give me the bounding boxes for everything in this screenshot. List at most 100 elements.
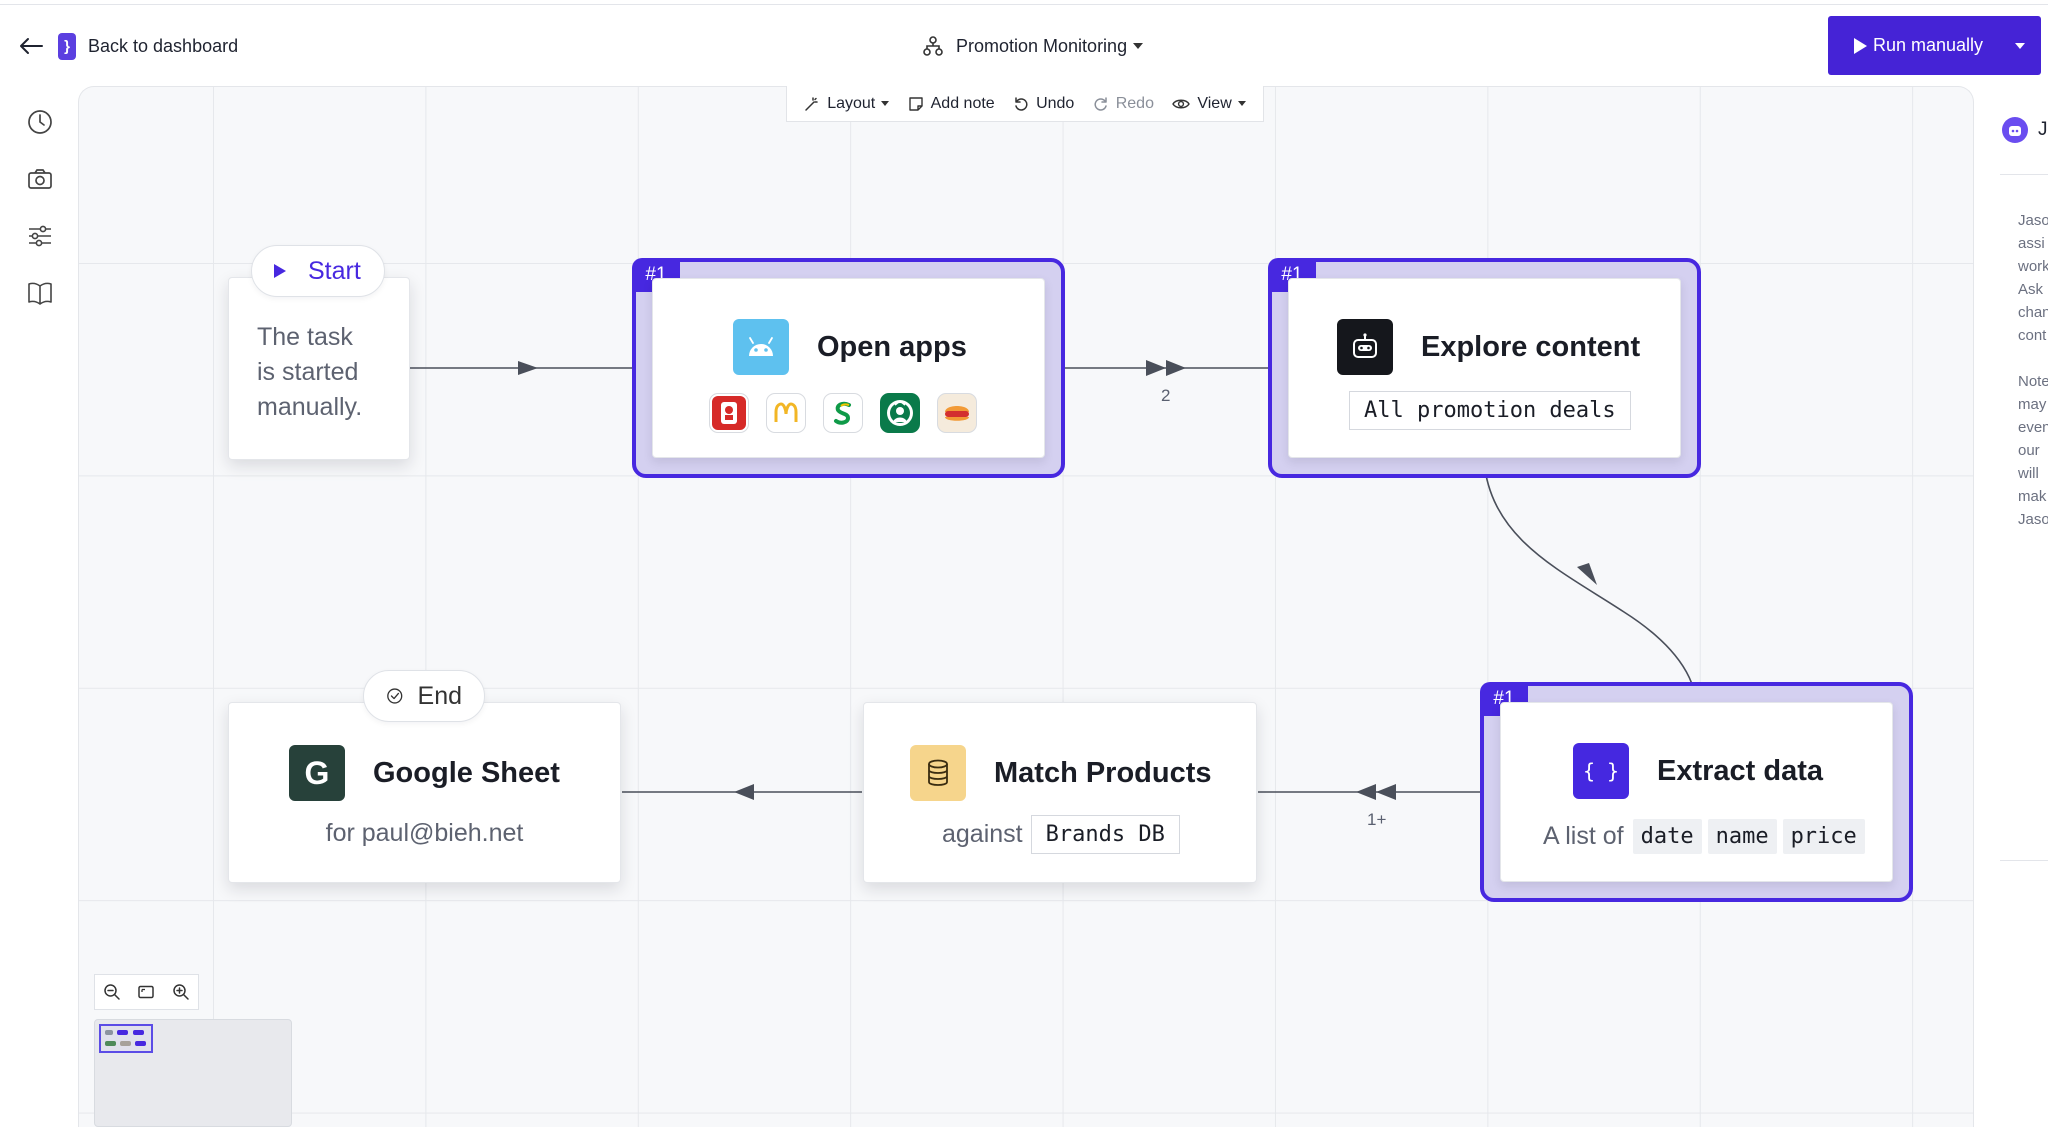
subway-app-icon	[823, 393, 863, 433]
braces-icon: { }	[1573, 743, 1629, 799]
workflow-title: Promotion Monitoring	[956, 35, 1128, 56]
zoom-in-button[interactable]	[167, 978, 195, 1006]
message-line: Jaso	[2018, 511, 2048, 528]
start-node[interactable]: The task is started manually.	[228, 277, 410, 460]
docs-button[interactable]	[22, 275, 58, 311]
divider	[2000, 860, 2048, 861]
minimap[interactable]	[94, 1019, 292, 1127]
mcdonalds-app-icon	[766, 393, 806, 433]
camera-icon	[28, 169, 52, 189]
message-gap	[2018, 347, 2048, 370]
start-pill: Start	[251, 245, 385, 297]
message-line: may	[2018, 396, 2047, 413]
chevron-down-icon	[881, 101, 890, 106]
chevron-down-icon	[1133, 43, 1144, 49]
undo-icon	[1015, 96, 1028, 111]
end-pill-label: End	[417, 681, 462, 710]
extract-prefix: A list of	[1543, 822, 1624, 850]
eye-icon	[1172, 99, 1191, 108]
workflow-icon	[923, 36, 943, 56]
google-sheet-icon: G	[289, 745, 345, 801]
starbucks-app-icon	[880, 393, 920, 433]
assistant-panel: Ja Jaso assi work Ask chan cont Note may…	[1998, 110, 2048, 1127]
message-line: cont	[2018, 327, 2047, 344]
node-title: Google Sheet	[373, 756, 560, 789]
top-border	[0, 0, 2048, 5]
canvas-toolbar: Layout Add note Undo Redo View	[786, 86, 1264, 122]
assistant-message: Jaso assi work Ask chan cont Note may ev…	[2018, 209, 2048, 531]
node-title: Open apps	[817, 330, 967, 363]
chevron-down-icon	[1237, 101, 1246, 106]
back-to-dashboard-link[interactable]: } Back to dashboard	[18, 30, 238, 62]
app-logo: }	[58, 32, 76, 60]
view-dropdown[interactable]: View	[1172, 95, 1246, 113]
play-icon	[274, 264, 286, 278]
explore-query: All promotion deals	[1349, 391, 1631, 430]
book-icon	[28, 282, 52, 305]
node-title: Explore content	[1421, 330, 1641, 363]
google-sheet-node[interactable]: G Google Sheet for paul@bieh.net	[228, 702, 621, 883]
minimap-viewport[interactable]	[99, 1024, 153, 1053]
message-line: Ask	[2018, 281, 2044, 298]
screenshot-button[interactable]	[22, 161, 58, 197]
edge-count-label: 2	[1161, 386, 1171, 405]
field-chip: date	[1632, 819, 1702, 854]
zoom-out-icon	[104, 984, 120, 1000]
run-manually-button[interactable]: Run manually	[1828, 16, 1998, 75]
layout-label: Layout	[827, 94, 876, 112]
extract-data-node[interactable]: { } Extract data A list of date name pri…	[1500, 702, 1893, 882]
add-note-label: Add note	[930, 94, 995, 112]
robot-face-icon	[2009, 126, 2021, 136]
minimap-node	[133, 1030, 144, 1035]
explore-content-node[interactable]: Explore content All promotion deals	[1288, 278, 1681, 458]
android-icon	[733, 319, 789, 375]
app-logos	[709, 393, 994, 433]
redo-icon	[1094, 96, 1107, 111]
run-manually-split-button: Run manually	[1828, 16, 2041, 75]
arrow-left-icon	[20, 38, 43, 54]
note-icon	[908, 96, 923, 111]
add-note-button[interactable]: Add note	[908, 95, 995, 113]
fit-view-button[interactable]	[132, 978, 160, 1006]
run-options-dropdown[interactable]	[1998, 16, 2041, 75]
match-prefix: against	[942, 820, 1023, 848]
divider	[2000, 174, 2048, 175]
back-label: Back to dashboard	[88, 35, 239, 56]
minimap-node	[105, 1030, 113, 1035]
assistant-name: Ja	[2038, 119, 2048, 140]
left-rail	[22, 104, 58, 332]
layout-dropdown[interactable]: Layout	[804, 94, 890, 113]
match-products-node[interactable]: Match Products against Brands DB	[863, 702, 1257, 883]
workflow-canvas[interactable]	[78, 86, 1974, 1127]
redo-label: Redo	[1115, 94, 1154, 112]
brands-db-chip: Brands DB	[1030, 815, 1180, 854]
start-pill-label: Start	[308, 256, 361, 285]
end-pill: End	[363, 670, 485, 722]
start-text-line: The task	[257, 323, 353, 351]
edge-count-label: 1+	[1367, 810, 1387, 829]
start-text-line: manually.	[257, 393, 363, 421]
run-manually-label: Run manually	[1873, 35, 1984, 55]
explore-content-selection: #1 Explore content All promotion deals	[1268, 258, 1701, 478]
node-title: Match Products	[994, 756, 1212, 789]
zoom-controls	[94, 974, 199, 1010]
zoom-in-icon	[173, 984, 189, 1000]
message-line: Jaso	[2018, 212, 2048, 229]
workflow-title-dropdown[interactable]: Promotion Monitoring	[922, 30, 1144, 62]
message-line: will	[2018, 465, 2039, 482]
minimap-node	[105, 1041, 116, 1046]
minimap-node	[120, 1041, 131, 1046]
settings-button[interactable]	[22, 218, 58, 254]
extract-data-selection: #1 { } Extract data A list of date name …	[1480, 682, 1913, 902]
assistant-avatar	[2002, 117, 2028, 143]
message-line: even	[2018, 419, 2048, 436]
magic-wand-icon	[805, 96, 818, 111]
history-button[interactable]	[22, 104, 58, 140]
redo-button[interactable]: Redo	[1093, 95, 1154, 113]
open-apps-node[interactable]: Open apps	[652, 278, 1045, 458]
field-chip: price	[1782, 819, 1865, 854]
undo-button[interactable]: Undo	[1013, 95, 1074, 113]
zoom-out-button[interactable]	[98, 978, 126, 1006]
sliders-icon	[29, 225, 51, 247]
message-line: Note	[2018, 373, 2048, 390]
